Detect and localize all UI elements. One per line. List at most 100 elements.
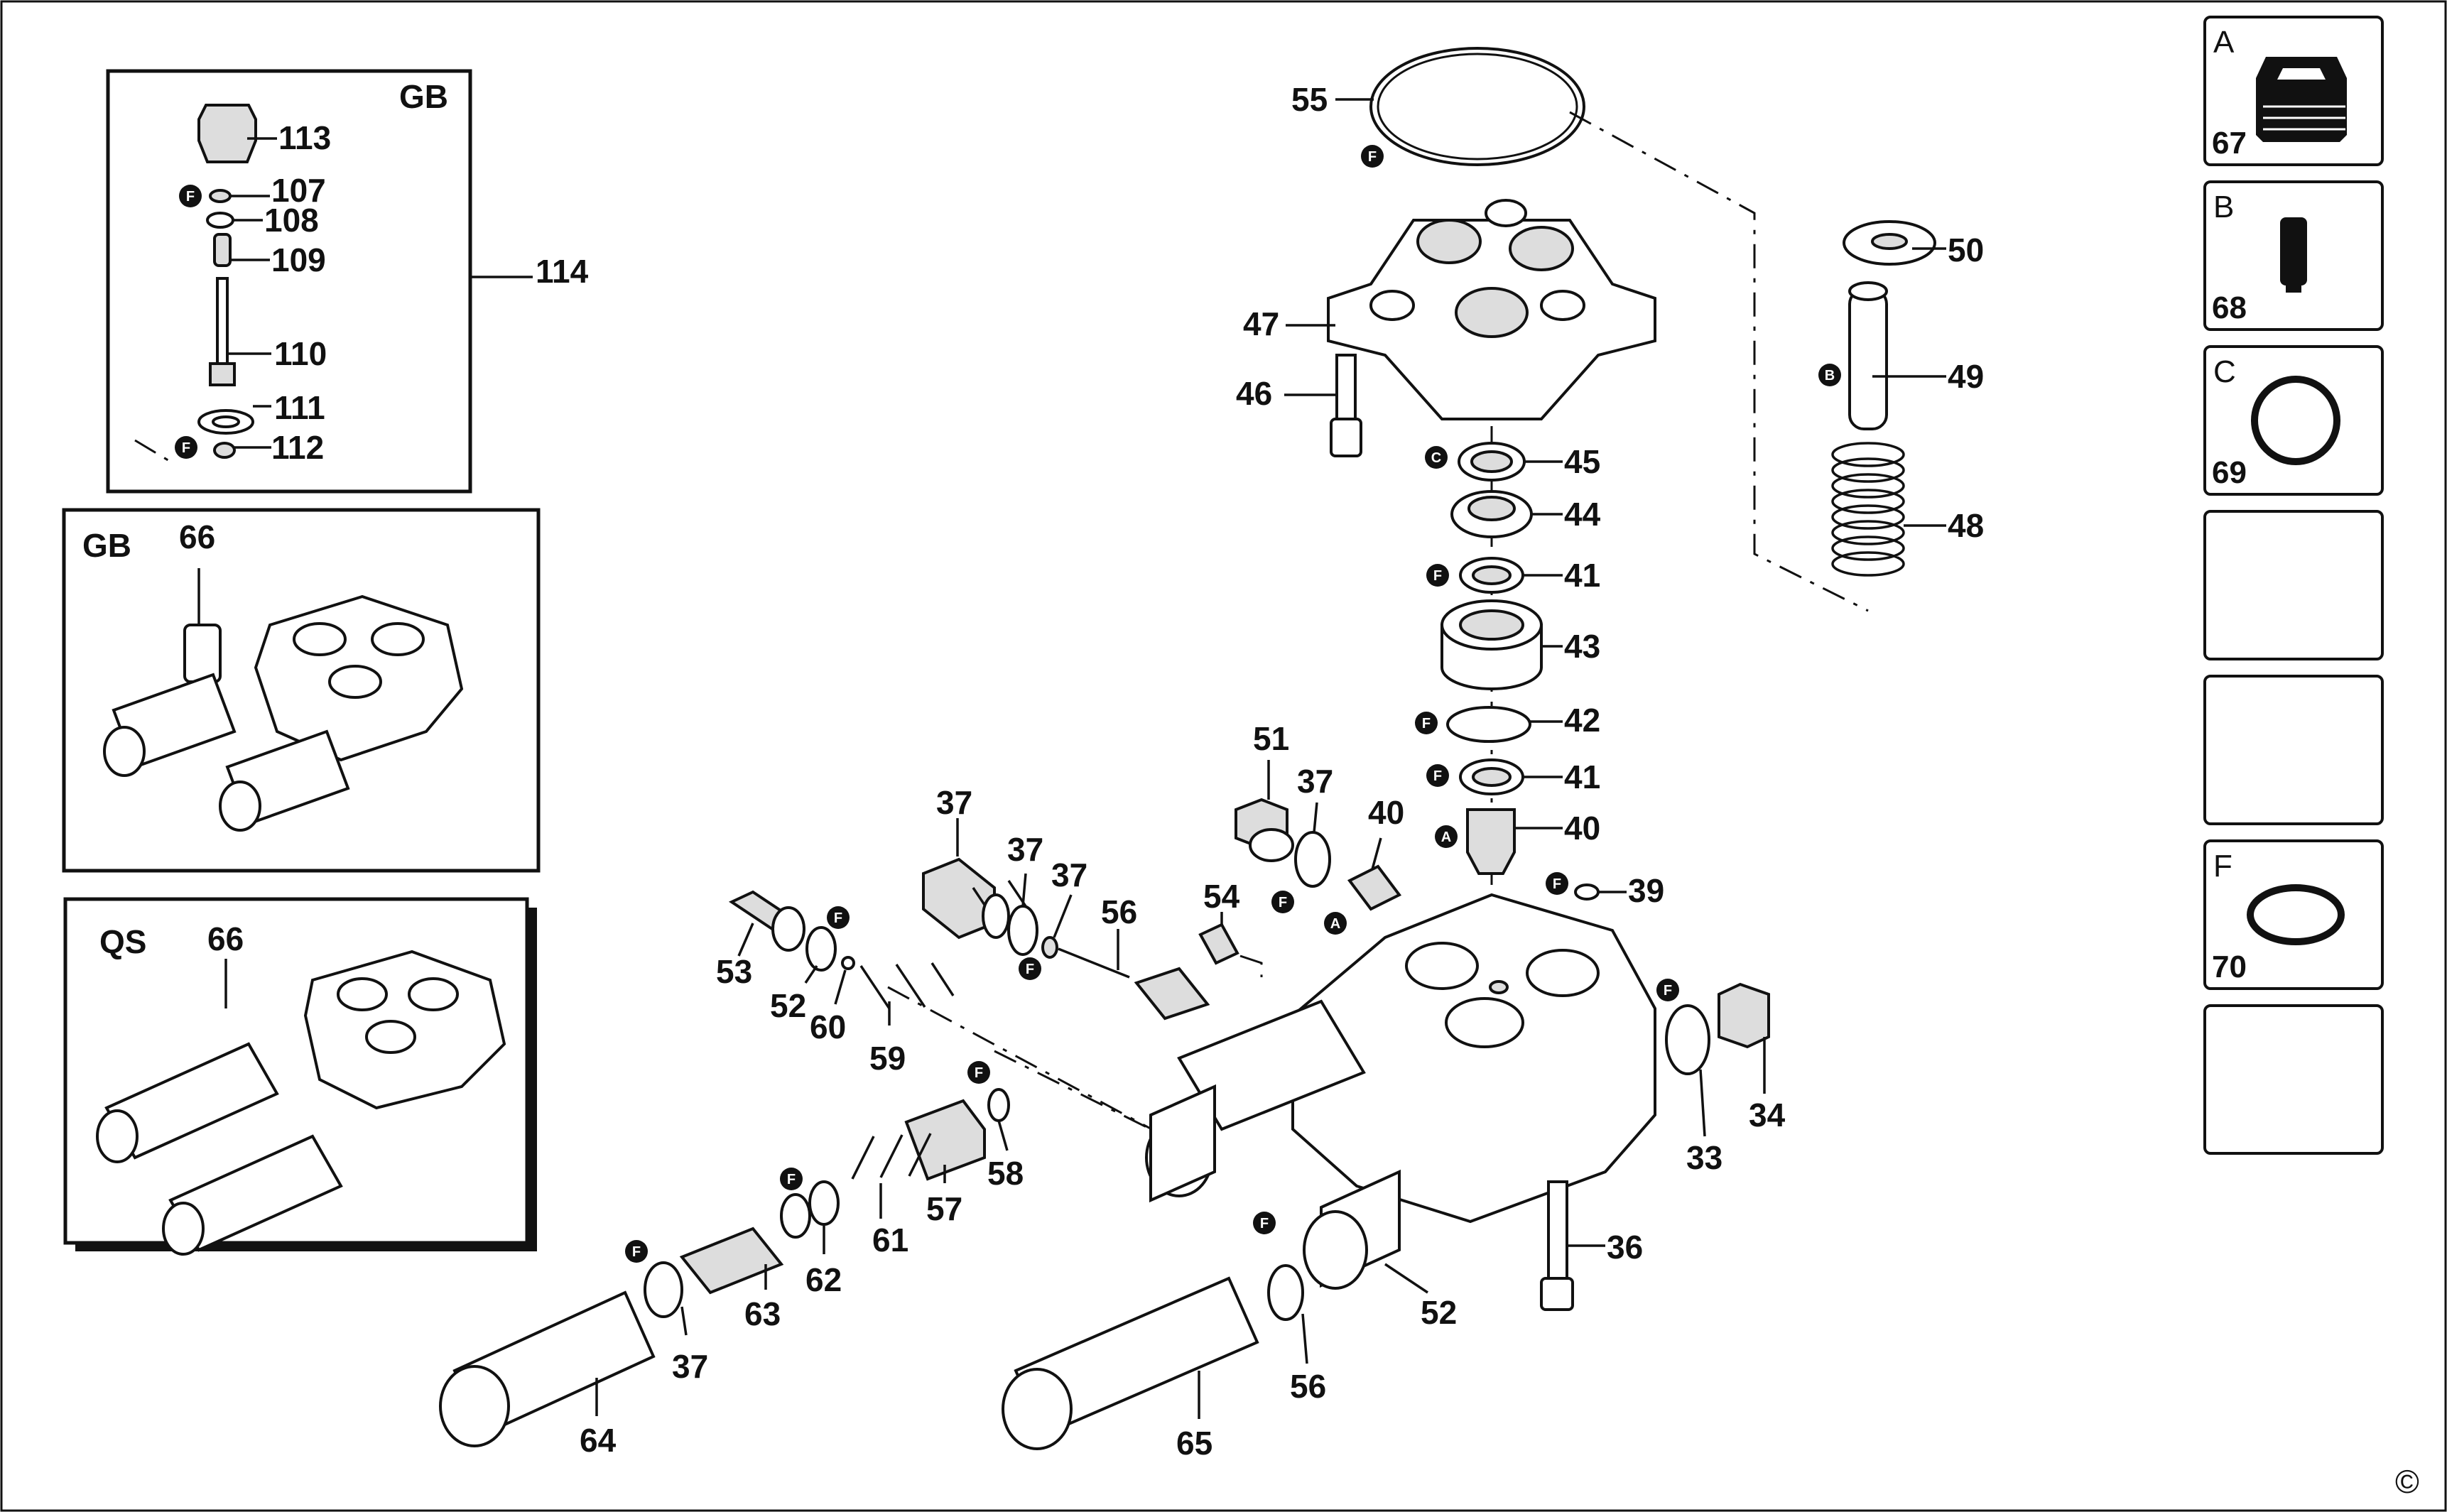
part-52-spring (1198, 912, 1263, 977)
inset-label-qs: QS (99, 923, 146, 960)
svg-text:F: F (1368, 149, 1377, 165)
callout-53: 56 (1101, 893, 1137, 930)
svg-text:B: B (2213, 190, 2234, 224)
part-38-outlet (439, 1290, 656, 1447)
badge-f-37-upper: F (1271, 891, 1294, 913)
callout-63: 61 (872, 1222, 908, 1258)
inset-label-gb-kit: GB (399, 78, 448, 115)
inset-label-gb: GB (82, 527, 131, 564)
badge-f-107: F (179, 185, 202, 207)
guide-line-right (1569, 111, 1869, 612)
callout-40-side: 40 (1368, 794, 1404, 831)
kit-panel-empty-1 (2203, 510, 2384, 660)
kit-panel-b: B 68 (2203, 180, 2384, 331)
callout-55: 55 (1291, 81, 1328, 118)
callout-51: 51 (1253, 720, 1289, 757)
callout-66-gb: 66 (179, 518, 215, 555)
callout-110: 110 (274, 335, 327, 372)
kit-panel-f: F 70 (2203, 839, 2384, 990)
svg-text:F: F (1026, 962, 1034, 977)
part-37-oring-left (644, 1261, 688, 1336)
callout-36: 65 (1176, 1425, 1212, 1462)
part-53-shaft (1058, 929, 1210, 1021)
svg-text:F: F (1279, 895, 1287, 910)
svg-text:F: F (1260, 1216, 1269, 1231)
badge-f-59: F (827, 906, 850, 929)
callout-47: 47 (1243, 305, 1279, 342)
inset-gb-manifold: GB (62, 508, 541, 873)
callout-58: 60 (810, 1008, 846, 1045)
part-41-seal-upper (1459, 557, 1563, 594)
part-40-side-valve (1347, 837, 1402, 911)
part-33-manifold (1145, 893, 1656, 1294)
svg-text:F: F (1422, 716, 1431, 731)
callout-50: 50 (1948, 232, 1984, 268)
callout-52: 54 (1203, 878, 1240, 915)
part-40-valve-stack (1466, 808, 1563, 875)
part-49-piston (1848, 281, 1946, 430)
callout-59: 52 (770, 987, 806, 1024)
badge-f-64: F (780, 1168, 803, 1190)
callout-57: 59 (869, 1040, 906, 1077)
callout-40-stack: 40 (1564, 810, 1600, 847)
part-65-seat (679, 1227, 784, 1295)
part-37-oring-mid (1007, 873, 1038, 956)
svg-text:A: A (1441, 830, 1451, 845)
callout-109: 109 (271, 241, 326, 278)
part-48-spring (1831, 442, 1946, 577)
callout-32: 34 (1749, 1097, 1786, 1133)
part-54-ring (1041, 894, 1073, 959)
badge-f-37-left: F (625, 1240, 648, 1263)
part-45-seal (1458, 442, 1563, 482)
callout-37-upper: 37 (1297, 763, 1333, 800)
svg-text:F: F (975, 1065, 983, 1081)
callout-54: 37 (1051, 856, 1087, 893)
part-57-spring (859, 962, 955, 1026)
part-44-retainer (1450, 490, 1563, 538)
part-36-inlet (1002, 1276, 1259, 1450)
callout-37-left: 37 (672, 1348, 708, 1385)
inset-qs-manifold: QS (63, 897, 537, 1256)
callout-33: 52 (1421, 1294, 1457, 1331)
part-50-retainer (1843, 220, 1946, 266)
callout-43: 43 (1564, 628, 1600, 665)
svg-text:F: F (2213, 849, 2232, 883)
callout-113: 113 (278, 119, 331, 156)
callout-107: 107 (271, 172, 326, 209)
part-64-orings (780, 1180, 840, 1254)
svg-text:F: F (1664, 983, 1672, 999)
callout-61: 58 (987, 1155, 1024, 1192)
callout-37-mid: 37 (1007, 831, 1043, 868)
part-43-sleeve (1440, 599, 1563, 690)
svg-text:F: F (186, 189, 195, 205)
part-37-oring-upper (1294, 802, 1331, 888)
part-41-seal-lower (1459, 758, 1563, 795)
callout-38: 64 (580, 1422, 617, 1459)
callout-34: 36 (1607, 1229, 1643, 1266)
badge-f-55: F (1361, 145, 1384, 168)
svg-text:68: 68 (2212, 290, 2247, 325)
part-47-pump-head (1286, 199, 1656, 420)
svg-text:F: F (834, 910, 842, 926)
svg-text:C: C (2213, 354, 2236, 389)
badge-a-40-side: A (1324, 912, 1347, 935)
part-32-plug (1718, 982, 1770, 1094)
svg-text:A: A (2213, 25, 2235, 60)
part-58-ball (834, 956, 855, 1005)
part-59-oring (804, 926, 837, 984)
part-51-plug (1235, 760, 1294, 862)
callout-44: 44 (1564, 496, 1601, 533)
callout-49: 49 (1948, 358, 1984, 395)
part-61-oring (987, 1088, 1010, 1151)
callout-114: 114 (536, 253, 589, 290)
badge-c-45: C (1425, 446, 1448, 469)
guide-line-left-1 (887, 986, 1166, 1138)
svg-text:B: B (1825, 368, 1835, 384)
svg-text:A: A (1330, 916, 1340, 932)
kit-panel-empty-3 (2203, 1004, 2384, 1155)
part-55-oring (1335, 47, 1585, 166)
svg-text:67: 67 (2212, 126, 2247, 161)
svg-text:C: C (1431, 450, 1441, 466)
svg-text:F: F (1433, 568, 1442, 584)
